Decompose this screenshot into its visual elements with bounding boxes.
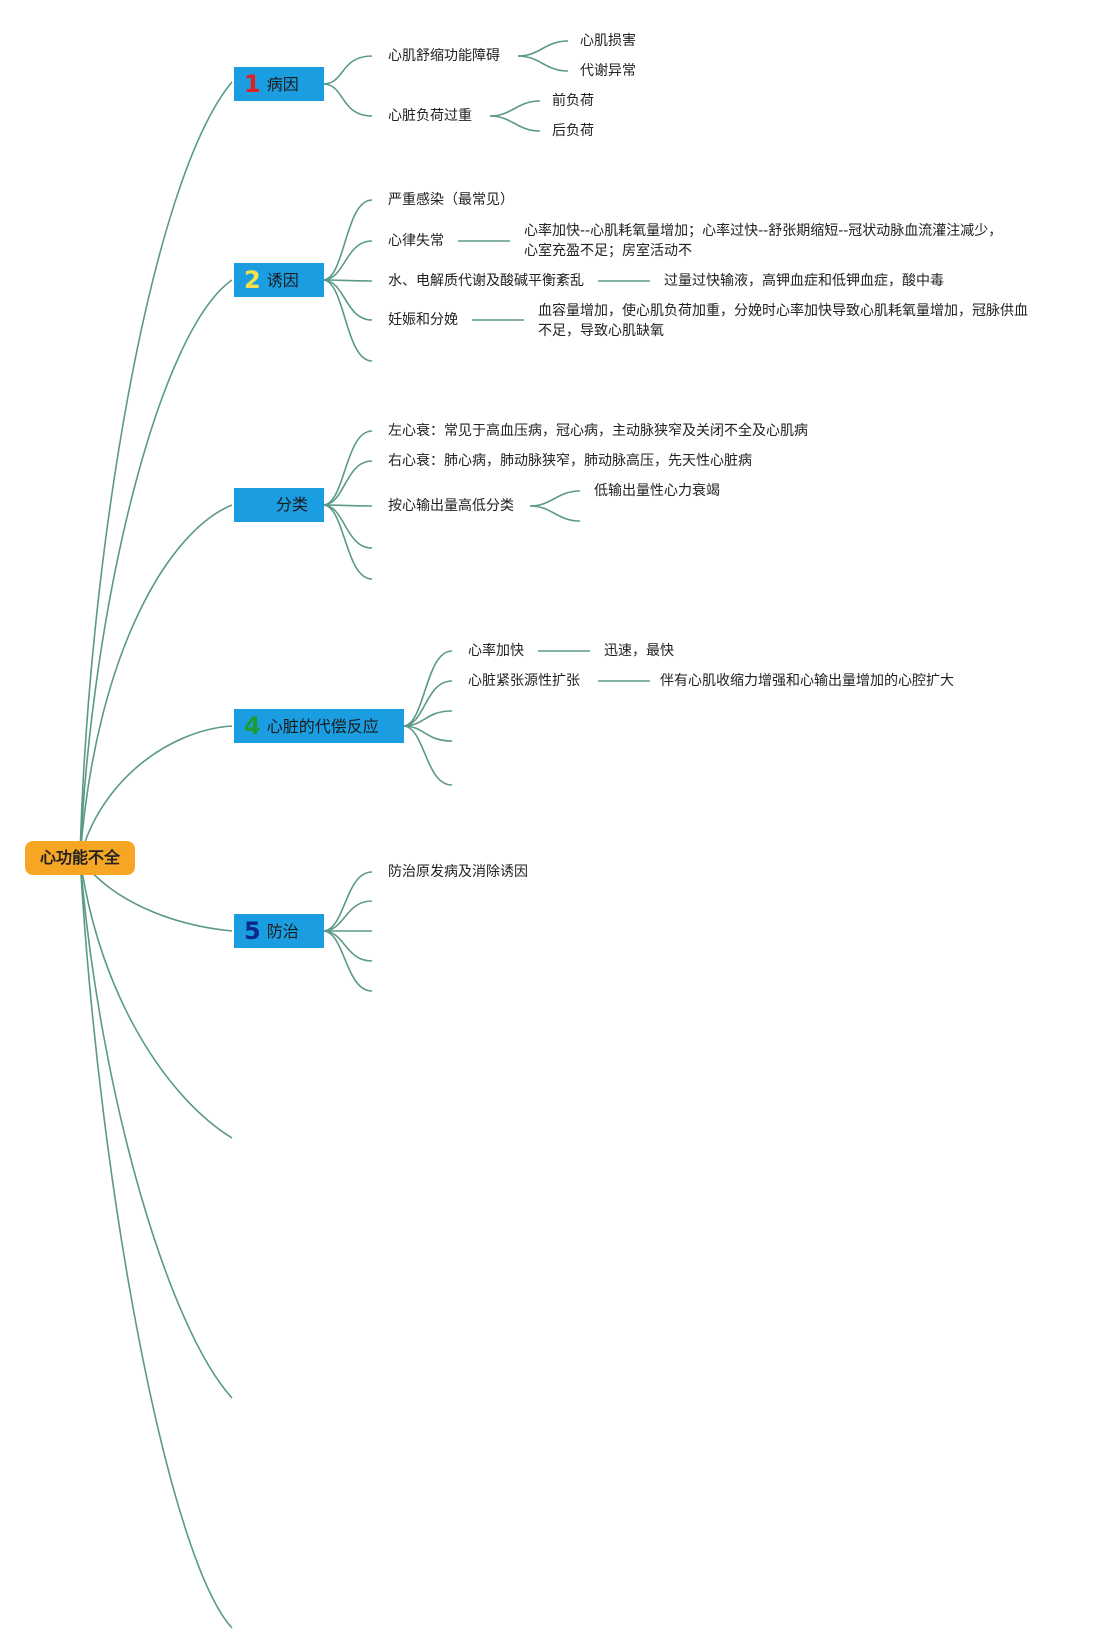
node-arrhythmia[interactable]: 心律失常: [388, 233, 444, 249]
node-left-heart-failure[interactable]: 左心衰：常见于高血压病，冠心病，主动脉狭窄及关闭不全及心肌病: [388, 423, 808, 439]
node-pregnancy-detail[interactable]: 血容量增加，使心肌负荷加重，分娩时心率加快导致心肌耗氧量增加，冠脉供血不足，导致…: [538, 303, 1028, 339]
node-electrolyte-detail[interactable]: 过量过快输液，高钾血症和低钾血症，酸中毒: [664, 273, 944, 289]
number-badge: 4: [244, 712, 261, 740]
number-badge: 1: [244, 70, 261, 98]
branch-cause[interactable]: 1 病因: [234, 67, 324, 101]
node-heart-rate-increase[interactable]: 心率加快: [468, 643, 524, 659]
node-tonogenic-detail[interactable]: 伴有心肌收缩力增强和心输出量增加的心腔扩大: [660, 673, 954, 689]
node-tonogenic-dilation[interactable]: 心脏紧张源性扩张: [468, 673, 580, 689]
node-right-heart-failure[interactable]: 右心衰：肺心病，肺动脉狭窄，肺动脉高压，先天性心脏病: [388, 453, 752, 469]
branch-label: 病因: [266, 75, 299, 94]
node-arrhythmia-detail[interactable]: 心率加快--心肌耗氧量增加；心率过快--舒张期缩短--冠状动脉血流灌注减少，心室…: [524, 223, 1003, 259]
node-afterload[interactable]: 后负荷: [552, 123, 594, 139]
node-myocardial-damage[interactable]: 心肌损害: [580, 33, 636, 49]
branch-label: 诱因: [266, 271, 299, 290]
node-myocardial-dysfunction[interactable]: 心肌舒缩功能障碍: [388, 48, 500, 64]
node-overload[interactable]: 心脏负荷过重: [388, 108, 472, 124]
node-low-output-failure[interactable]: 低输出量性心力衰竭: [594, 483, 720, 499]
node-metabolic-abnormality[interactable]: 代谢异常: [580, 63, 636, 79]
node-output-classification[interactable]: 按心输出量高低分类: [388, 498, 514, 514]
node-electrolyte-disorder[interactable]: 水、电解质代谢及酸碱平衡紊乱: [388, 273, 584, 289]
number-badge: 5: [244, 917, 261, 945]
branch-trigger[interactable]: 2 诱因: [234, 263, 324, 297]
number-badge: 2: [244, 266, 261, 294]
branch-label: 防治: [266, 922, 299, 941]
branch-compensation[interactable]: 4 心脏的代偿反应: [234, 709, 404, 743]
node-preload[interactable]: 前负荷: [552, 93, 594, 109]
branch-label: 分类: [276, 495, 309, 514]
branch-label: 心脏的代偿反应: [266, 717, 379, 736]
branch-prevention[interactable]: 5 防治: [234, 914, 324, 948]
branch-classification[interactable]: 分类: [234, 488, 324, 522]
node-prevention-primary[interactable]: 防治原发病及消除诱因: [388, 864, 528, 880]
node-severe-infection[interactable]: 严重感染（最常见）: [388, 192, 514, 208]
root-node[interactable]: 心功能不全: [25, 841, 135, 875]
node-pregnancy[interactable]: 妊娠和分娩: [388, 312, 458, 328]
node-heart-rate-detail[interactable]: 迅速，最快: [604, 643, 674, 659]
